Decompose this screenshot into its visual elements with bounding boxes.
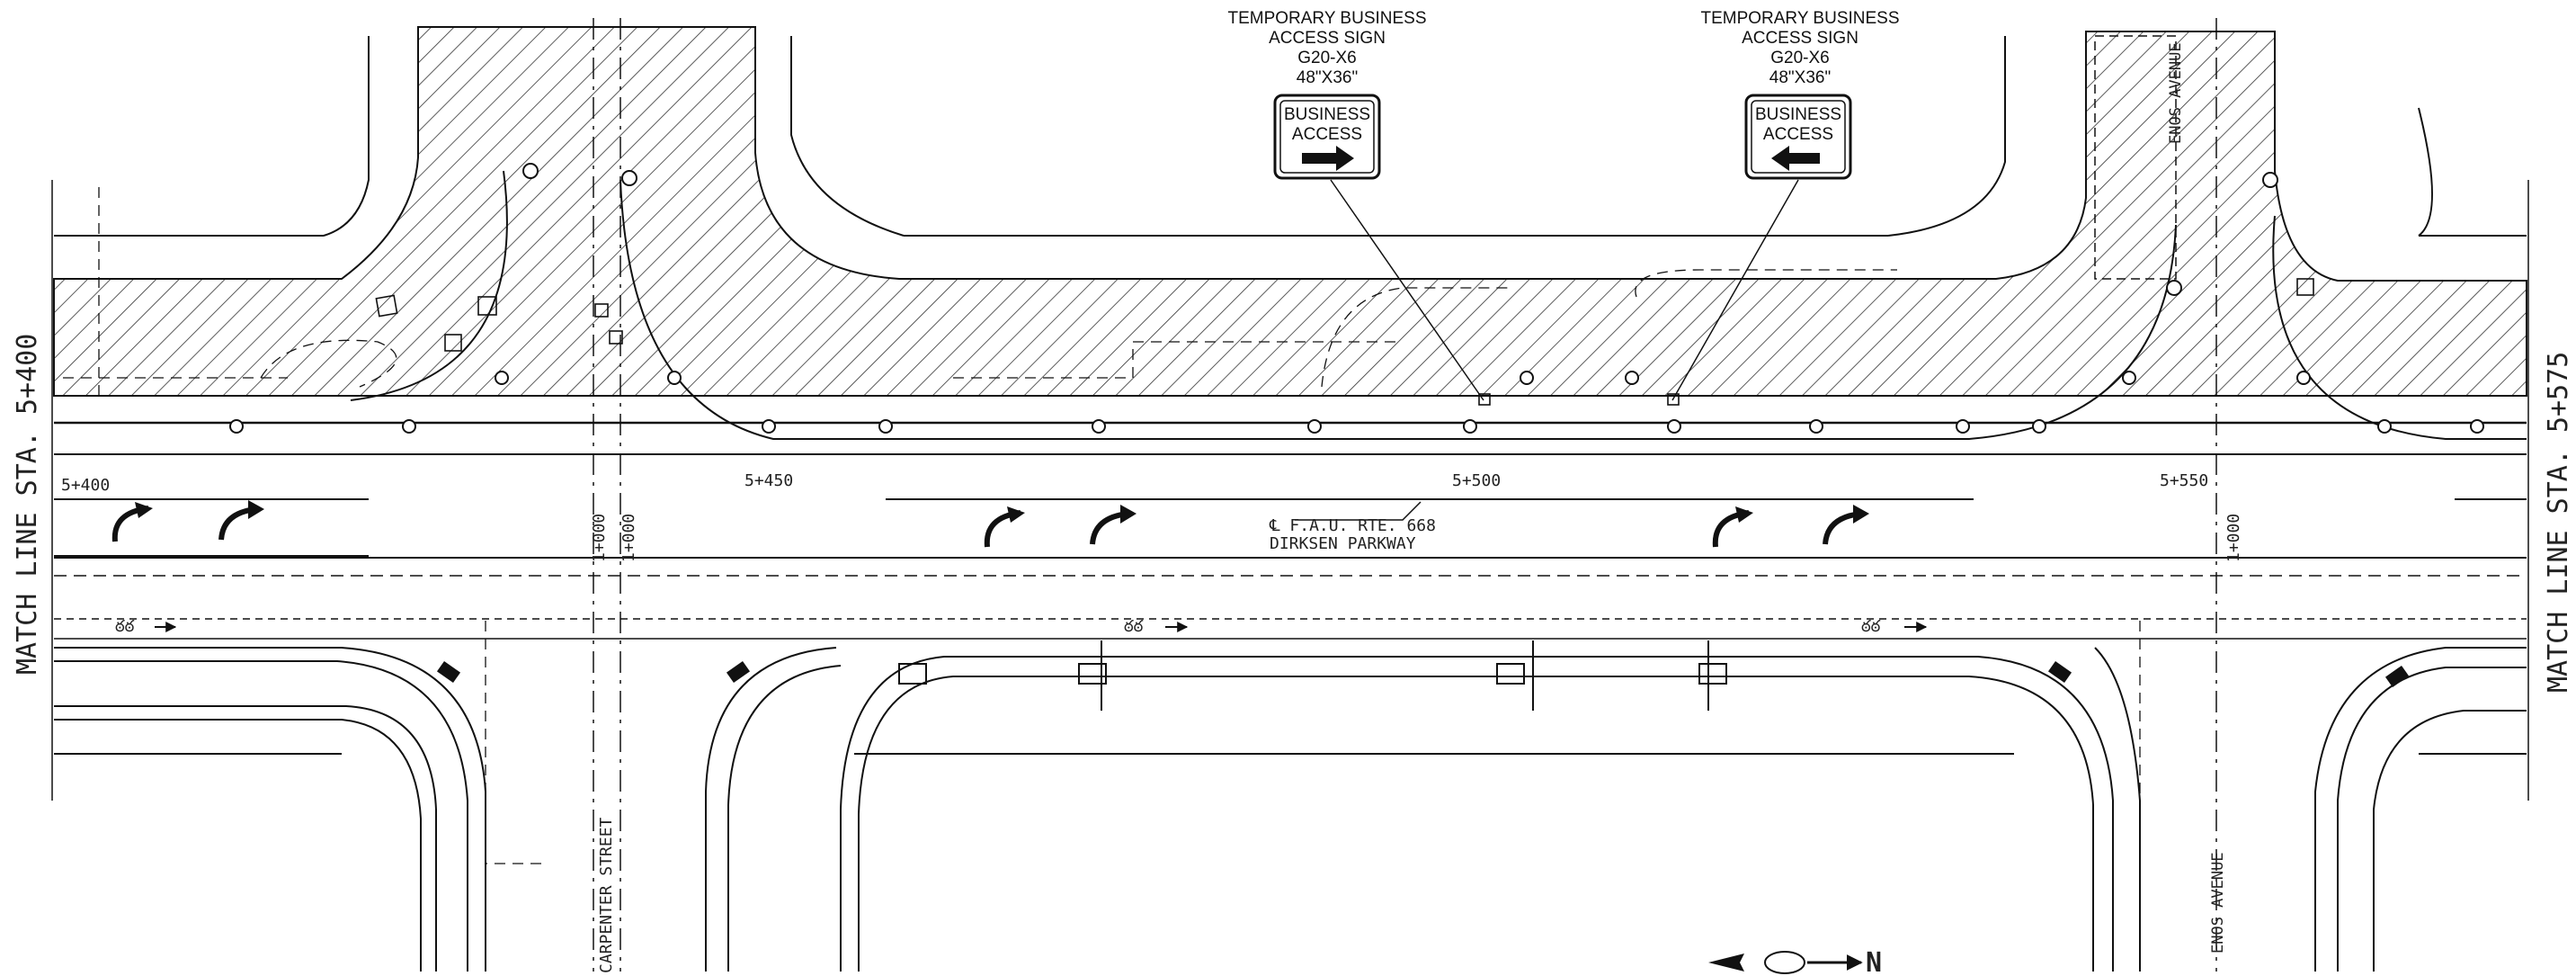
utility-markers-north	[229, 163, 2484, 434]
sign-face-line: BUSINESS	[1284, 105, 1370, 124]
curb-ramp-markers	[436, 660, 2410, 688]
sign-face-line: BUSINESS	[1755, 105, 1841, 124]
arrow-left-icon	[1771, 146, 1820, 171]
route-name: DIRKSEN PARKWAY	[1270, 534, 1416, 553]
right-of-way-lines	[54, 36, 2527, 755]
north-curb-returns	[350, 170, 2527, 440]
sign-face-line: ACCESS	[1763, 125, 1833, 144]
station-label-5450: 5+450	[744, 471, 793, 490]
station-label-5550: 5+550	[2160, 471, 2208, 490]
sign-callout-line: TEMPORARY BUSINESS	[1227, 9, 1426, 28]
svg-text:ఠఠ: ఠఠ	[115, 617, 135, 636]
cross-station-2: 1+000	[619, 514, 638, 562]
business-access-sign-2: TEMPORARY BUSINESS ACCESS SIGN G20-X6 48…	[1700, 9, 1900, 180]
cross-station-3: 1+000	[2224, 514, 2243, 562]
sign-callout-line: ACCESS SIGN	[1269, 29, 1386, 48]
street-carpenter: CARPENTER STREET	[597, 817, 616, 973]
match-line-right: MATCH LINE STA. 5+575	[2543, 352, 2574, 693]
street-enos-bottom: ENOS AVENUE	[2209, 852, 2227, 954]
dashed-boundaries	[63, 180, 2141, 864]
sheet-border	[51, 180, 2529, 801]
bike-lane-symbols: ఠఠ ఠఠ ఠఠ	[115, 617, 1928, 636]
business-access-sign-1: TEMPORARY BUSINESS ACCESS SIGN G20-X6 48…	[1227, 9, 1427, 180]
route-label: ℄ F.A.U. RTE. 668	[1269, 516, 1436, 535]
station-label-5400: 5+400	[61, 476, 110, 495]
sign-leader-lines	[1295, 179, 1799, 521]
street-enos-top: ENOS AVENUE	[2167, 42, 2185, 144]
match-line-left: MATCH LINE STA. 5+400	[12, 334, 43, 675]
sign-callout-line: 48"X36"	[1769, 68, 1831, 87]
arrow-right-icon	[1302, 146, 1354, 171]
svg-text:ఠఠ: ఠఠ	[1861, 617, 1881, 636]
sign-callout-line: ACCESS SIGN	[1742, 29, 1858, 48]
cross-station-1: 1+000	[590, 514, 609, 562]
cross-street-centerlines	[593, 18, 2217, 972]
roadway-lines	[54, 421, 2527, 640]
station-label-5500: 5+500	[1452, 471, 1501, 490]
lane-arrows	[111, 500, 1869, 548]
hatched-work-zone	[53, 26, 2527, 397]
sign-callout-line: G20-X6	[1770, 49, 1829, 67]
svg-text:ఠఠ: ఠఠ	[1124, 617, 1144, 636]
sign-face-line: ACCESS	[1292, 125, 1362, 144]
sign-callout-line: 48"X36"	[1297, 68, 1358, 87]
misc-symbols	[375, 278, 2314, 406]
north-arrow	[1708, 951, 1863, 974]
south-curb-returns	[54, 640, 2527, 972]
sign-callout-line: G20-X6	[1297, 49, 1356, 67]
sign-callout-line: TEMPORARY BUSINESS	[1700, 9, 1899, 28]
north-arrow-letter: N	[1866, 947, 1882, 976]
